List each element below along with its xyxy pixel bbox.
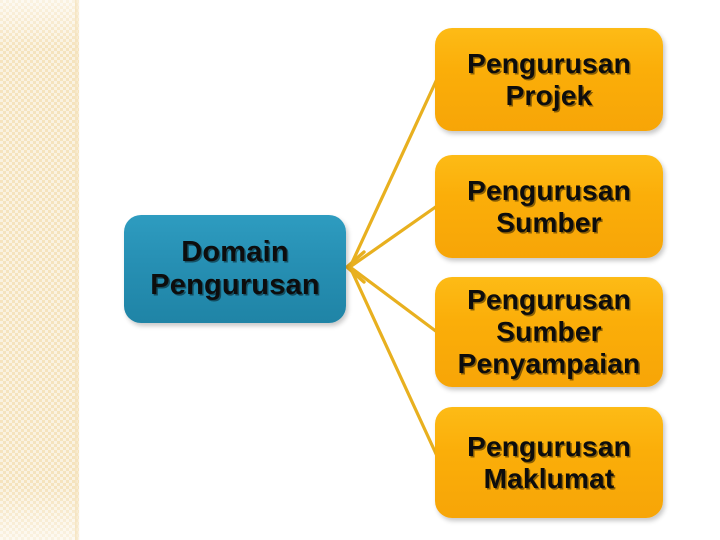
node-branch-pengurusan-sumber[interactable]: Pengurusan Sumber <box>435 155 663 258</box>
node-root-label: Domain Pengurusan <box>150 235 320 301</box>
node-branch-2-label: Pengurusan Sumber <box>467 174 631 238</box>
connector-line-to-branch-3 <box>348 265 439 334</box>
node-branch-1-label: Pengurusan Projek <box>467 47 631 111</box>
decorative-side-band <box>0 0 79 540</box>
node-branch-4-label: Pengurusan Maklumat <box>467 430 631 494</box>
node-branch-pengurusan-sumber-penyampaian[interactable]: Pengurusan Sumber Penyampaian <box>435 277 663 387</box>
node-root-domain-pengurusan[interactable]: Domain Pengurusan <box>124 215 346 323</box>
connector-line-to-branch-4 <box>348 265 439 458</box>
arrowhead-icon <box>345 250 366 284</box>
node-branch-3-label: Pengurusan Sumber Penyampaian <box>457 284 641 379</box>
connector-line-to-branch-1 <box>348 77 439 269</box>
node-branch-pengurusan-maklumat[interactable]: Pengurusan Maklumat <box>435 407 663 518</box>
node-branch-pengurusan-projek[interactable]: Pengurusan Projek <box>435 28 663 131</box>
connector-line-to-branch-2 <box>348 204 439 269</box>
